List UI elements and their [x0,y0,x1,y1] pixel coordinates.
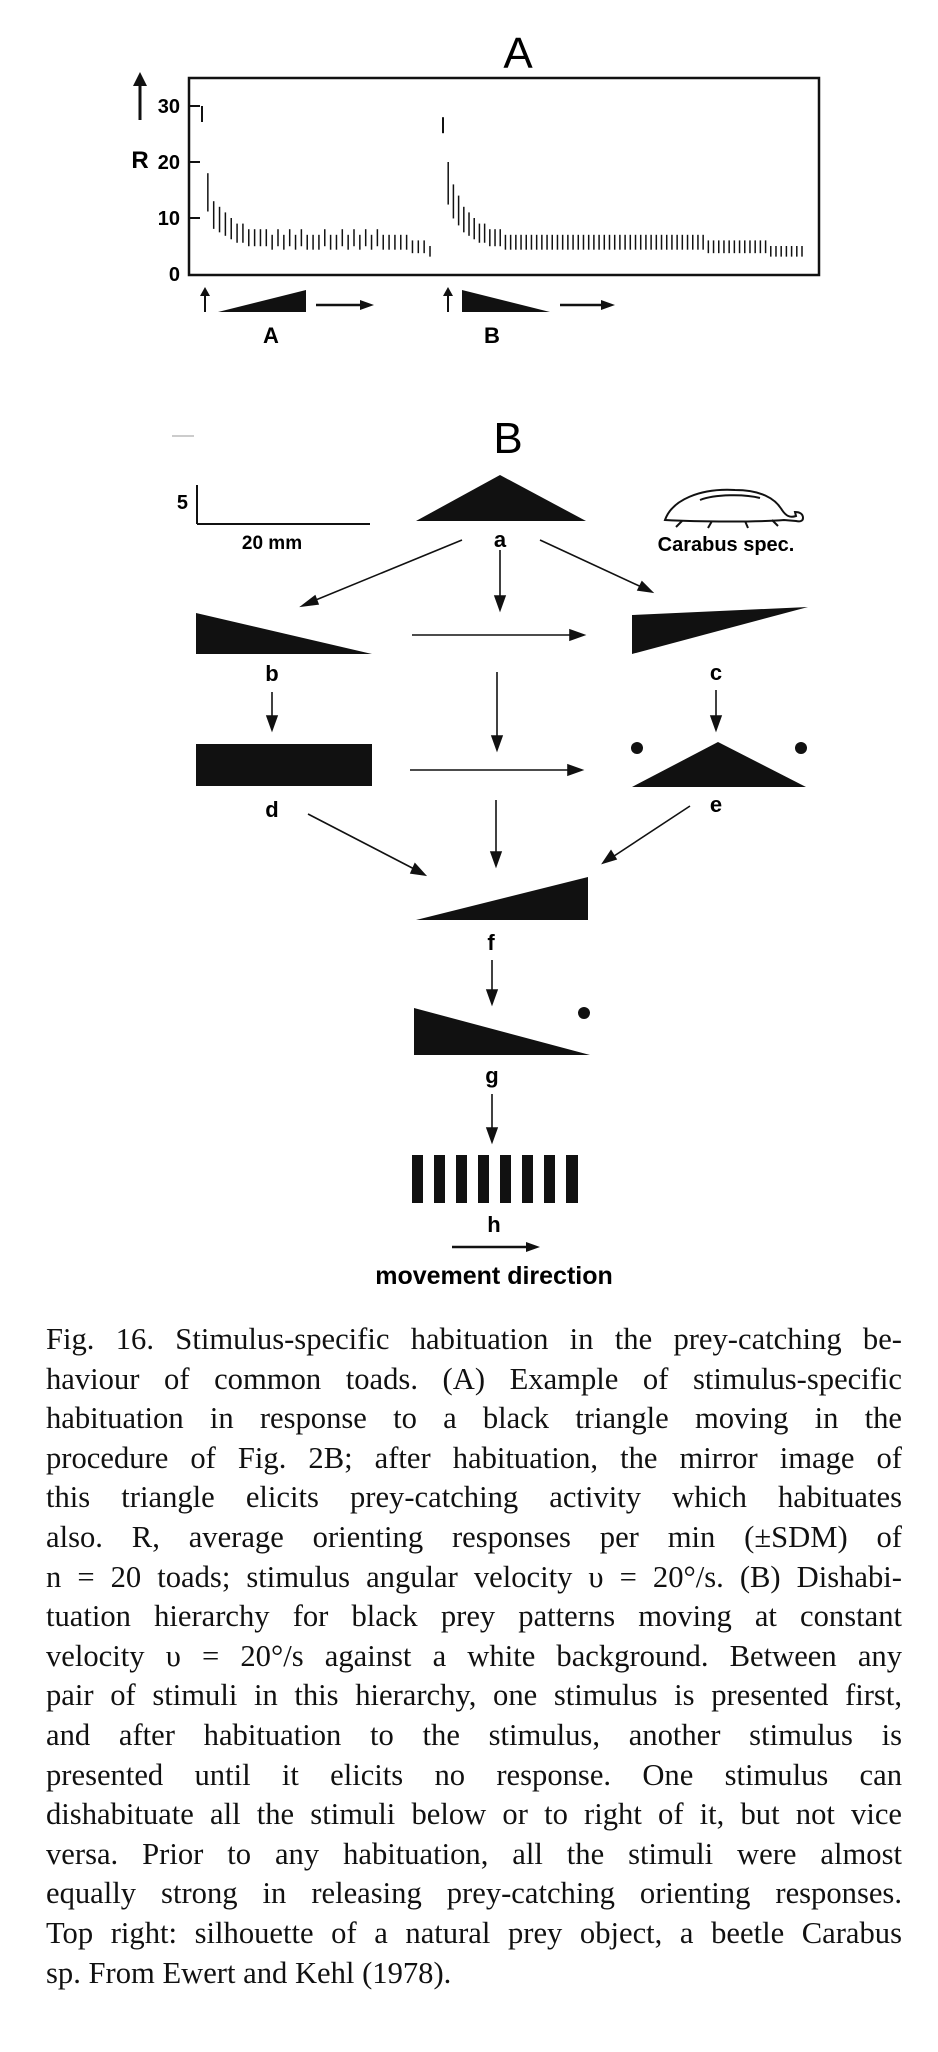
stimulus-h-shape [412,1155,578,1203]
caption-line: sp. From Ewert and Kehl (1978). [46,1955,452,1990]
stimulus-label-a: a [494,527,507,552]
panel-a-label: A [503,29,533,78]
arrowhead-icon [299,594,320,608]
stimulus-label-g: g [485,1063,498,1088]
caption-line: habituation in response to a black trian… [46,1401,902,1436]
stimulus-b-indicator: B [443,287,615,348]
arrowhead-icon [601,849,618,865]
stimulus-e-shape [631,742,807,787]
stimulus-d-shape [196,744,372,786]
panel-b-label: B [493,414,522,463]
series-b-bars [442,117,803,257]
stimulus-label-a: A [263,323,279,348]
arrowhead-icon [265,715,279,733]
triangle-a-icon [218,290,306,312]
arrowhead-icon [636,580,655,594]
caption-line: Fig. 16. Stimulus-specific habituation i… [46,1322,902,1356]
caption-line: versa. Prior to any habituation, all the… [46,1836,902,1871]
stimulus-label-b: b [265,661,278,686]
hierarchy-arrows [265,539,723,1145]
series-a-bars [201,106,431,257]
stimulus-label-c: c [710,660,722,685]
arrowhead-icon [567,763,585,777]
arrowhead-icon [485,1127,499,1145]
movement-arrow-icon [452,1242,540,1252]
stimulus-f-shape [416,877,588,920]
scale-vertical-label: 5 [177,492,188,514]
plot-frame [187,76,821,277]
y-axis-arrow-icon [133,72,147,120]
arrow-right-icon [601,300,615,310]
arrow-right-icon [360,300,374,310]
stimulus-label-d: d [265,797,278,822]
stimulus-label-f: f [487,930,495,955]
figure-graphic: A R 30 20 10 0 A B B [131,29,821,1290]
caption-line: procedure of Fig. 2B; after habituation,… [46,1440,902,1475]
stimulus-a-indicator: A [200,287,374,348]
caption-line: presented until it elicits no response. … [46,1757,902,1792]
arrowhead-icon [409,862,428,877]
triangle-b-icon [462,290,550,312]
scale-bar: 5 20 mm [177,485,370,554]
stimulus-label-h: h [487,1212,500,1237]
y-axis-label: R [131,147,148,174]
arrowhead-icon [709,715,723,733]
stimulus-label-e: e [710,792,722,817]
caption-line: pair of stimuli in this hierarchy, one s… [46,1678,902,1713]
y-ticks: 30 20 10 0 [158,96,200,286]
caption-line: also. R, average orienting responses per… [46,1519,902,1554]
arrowhead-icon [489,851,503,869]
stimulus-label-b: B [484,323,500,348]
movement-direction-label: movement direction [375,1262,613,1290]
y-tick-label: 30 [158,96,180,118]
caption-line: this triangle elicits prey-catching acti… [46,1480,902,1515]
y-tick-label: 0 [169,264,180,286]
caption-line: and after habituation to the stimulus, a… [46,1717,902,1752]
caption-line: haviour of common toads. (A) Example of … [46,1361,902,1396]
caption-line: tuation hierarchy for black prey pattern… [46,1599,902,1634]
arrowhead-icon [569,628,587,642]
y-tick-label: 20 [158,152,180,174]
stimulus-g-shape [414,1007,590,1055]
scale-horizontal-label: 20 mm [242,533,302,554]
arrowhead-icon [493,595,507,613]
beetle-label: Carabus spec. [658,534,795,556]
caption-line: equally strong in releasing prey-catchin… [46,1876,902,1911]
arrowhead-icon [485,989,499,1007]
caption-line: dishabituate all the stimuli below or to… [46,1797,902,1832]
figure-caption: Fig. 16. Stimulus-specific habituation i… [46,1320,902,1993]
stimulus-b-shape [196,613,372,654]
y-tick-label: 10 [158,208,180,230]
caption-line: velocity υ = 20°/s against a white backg… [46,1638,902,1673]
stimulus-a-shape [416,475,586,521]
stimulus-c-shape [632,607,808,654]
caption-line: n = 20 toads; stimulus angular velocity … [46,1559,902,1594]
caption-line: Top right: silhouette of a natural prey … [46,1915,902,1950]
arrowhead-icon [490,735,504,753]
beetle-icon [663,488,805,529]
